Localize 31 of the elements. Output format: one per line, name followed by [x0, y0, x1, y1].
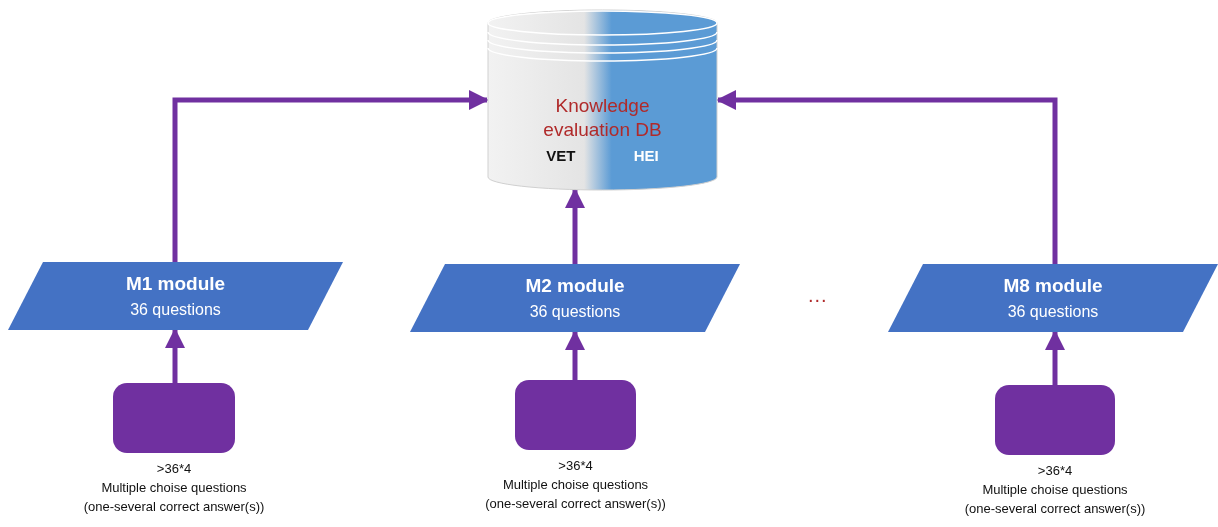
module-title: M2 module — [525, 275, 625, 297]
caption-text: (one-several correct answer(s)) — [83, 498, 265, 516]
segment-label: HEI — [633, 147, 659, 164]
module-title: M1 module — [125, 273, 226, 295]
database-cylinder — [487, 10, 718, 190]
module-parallelogram — [410, 264, 740, 332]
arrow — [565, 330, 585, 380]
caption-text: >36*4 — [1037, 462, 1073, 480]
caption-text: Multiple choise questions — [502, 476, 649, 494]
caption-text: (one-several correct answer(s)) — [964, 500, 1146, 518]
segment-label: VET — [546, 147, 576, 164]
question-count: 36 questions — [130, 301, 221, 319]
caption-text: >36*4 — [156, 460, 192, 478]
arrow — [172, 90, 489, 262]
caption-text: (one-several correct answer(s)) — [485, 495, 666, 513]
arrow — [165, 328, 185, 383]
module-parallelogram — [888, 264, 1218, 332]
caption-text: >36*4 — [558, 457, 593, 475]
module-title: M8 module — [1003, 275, 1103, 297]
caption-text: Multiple choise questions — [101, 479, 247, 497]
caption-text: Multiple choise questions — [982, 481, 1128, 499]
arrow — [565, 188, 585, 264]
arrow — [1045, 330, 1065, 385]
arrow — [716, 90, 1058, 264]
module-parallelogram — [8, 262, 343, 330]
question-count: 36 questions — [529, 303, 621, 321]
question-pool-box — [995, 385, 1115, 455]
question-count: 36 questions — [1007, 303, 1099, 321]
question-pool-box — [515, 380, 636, 450]
ellipsis-mark: ... — [808, 284, 828, 307]
question-pool-box — [113, 383, 235, 453]
